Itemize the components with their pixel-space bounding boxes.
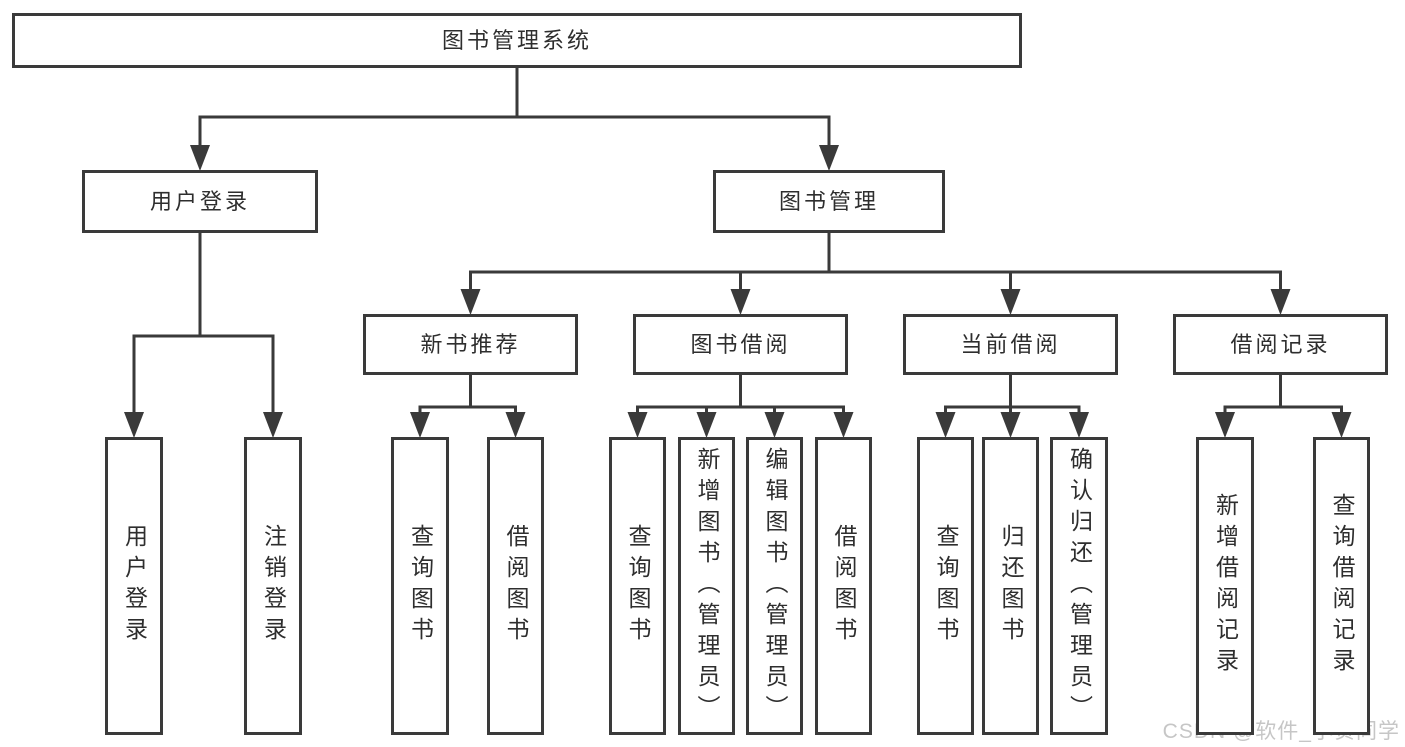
arrowhead-icon xyxy=(696,412,717,438)
arrowhead-icon xyxy=(764,412,785,438)
arrowhead-icon xyxy=(1069,412,1089,438)
node-label-user-login: 用户登录 xyxy=(149,188,250,214)
arrowhead-icon xyxy=(1215,412,1235,438)
node-label-br-add-record: 新增借阅记录 xyxy=(1212,493,1239,679)
node-label-logout-leaf: 注销登录 xyxy=(260,524,287,648)
node-label-cb-query-books: 查询图书 xyxy=(933,524,959,648)
node-user-login-leaf: 用户登录 xyxy=(105,437,163,735)
node-label-nbr-query-books: 查询图书 xyxy=(407,524,434,648)
node-bb-borrow-books: 借阅图书 xyxy=(815,437,872,735)
node-bb-edit-books: 编辑图书（管理员） xyxy=(746,437,803,735)
node-label-cb-confirm-return: 确认归还（管理员） xyxy=(1066,446,1093,726)
node-label-book-borrowing: 图书借阅 xyxy=(690,331,791,357)
node-label-bb-add-books: 新增图书（管理员） xyxy=(694,446,720,726)
node-bb-add-books: 新增图书（管理员） xyxy=(678,437,735,735)
arrowhead-icon xyxy=(935,412,956,438)
node-current-borrowing: 当前借阅 xyxy=(903,314,1118,375)
node-borrow-records: 借阅记录 xyxy=(1173,314,1388,375)
arrowhead-icon xyxy=(460,289,481,315)
node-book-management: 图书管理 xyxy=(713,170,945,233)
node-cb-return-books: 归还图书 xyxy=(982,437,1039,735)
node-br-add-record: 新增借阅记录 xyxy=(1196,437,1254,735)
node-label-root: 图书管理系统 xyxy=(441,27,592,53)
arrowhead-icon xyxy=(505,412,526,438)
arrowhead-icon xyxy=(730,289,751,315)
node-label-user-login-leaf: 用户登录 xyxy=(121,524,148,648)
node-cb-query-books: 查询图书 xyxy=(917,437,974,735)
node-label-new-book-recommend: 新书推荐 xyxy=(420,331,521,357)
arrowhead-icon xyxy=(263,412,283,438)
node-new-book-recommend: 新书推荐 xyxy=(363,314,578,375)
node-nbr-borrow-books: 借阅图书 xyxy=(487,437,544,735)
arrowhead-icon xyxy=(627,412,648,438)
node-logout-leaf: 注销登录 xyxy=(244,437,302,735)
node-label-bb-query-books: 查询图书 xyxy=(625,524,651,648)
node-root: 图书管理系统 xyxy=(12,13,1022,68)
arrowhead-icon xyxy=(190,145,210,171)
arrowhead-icon xyxy=(410,412,430,438)
node-bb-query-books: 查询图书 xyxy=(609,437,666,735)
node-label-nbr-borrow-books: 借阅图书 xyxy=(503,524,529,648)
node-br-query-record: 查询借阅记录 xyxy=(1313,437,1370,735)
node-label-cb-return-books: 归还图书 xyxy=(998,524,1024,648)
arrowhead-icon xyxy=(819,145,839,171)
node-label-book-management: 图书管理 xyxy=(778,188,879,214)
node-nbr-query-books: 查询图书 xyxy=(391,437,449,735)
arrowhead-icon xyxy=(833,412,854,438)
node-label-br-query-record: 查询借阅记录 xyxy=(1329,493,1355,679)
arrowhead-icon xyxy=(1000,289,1021,315)
arrowhead-icon xyxy=(124,412,144,438)
arrowhead-icon xyxy=(1331,412,1352,438)
node-label-bb-edit-books: 编辑图书（管理员） xyxy=(762,446,788,726)
arrowhead-icon xyxy=(1270,289,1291,315)
node-user-login: 用户登录 xyxy=(82,170,318,233)
node-label-current-borrowing: 当前借阅 xyxy=(960,331,1061,357)
node-book-borrowing: 图书借阅 xyxy=(633,314,848,375)
arrowhead-icon xyxy=(1000,412,1021,438)
node-label-bb-borrow-books: 借阅图书 xyxy=(831,524,857,648)
node-cb-confirm-return: 确认归还（管理员） xyxy=(1050,437,1108,735)
node-label-borrow-records: 借阅记录 xyxy=(1230,331,1331,357)
